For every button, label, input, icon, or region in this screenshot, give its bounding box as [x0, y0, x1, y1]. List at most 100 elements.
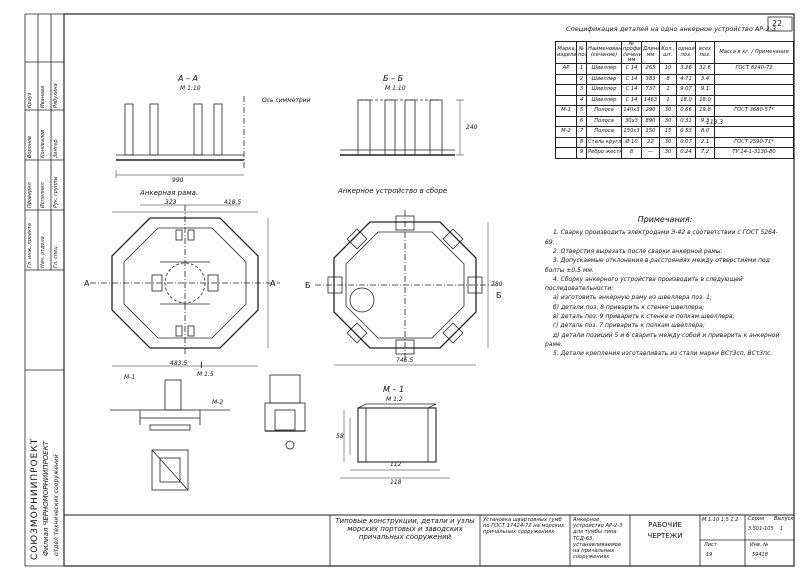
sign-row-5: Рук. группы [53, 176, 59, 208]
assembly-plan [315, 210, 495, 366]
cell-note [714, 126, 794, 138]
cell-qty: 1 [659, 94, 677, 106]
cell-length: 22 [641, 136, 660, 148]
cell-pos: 2 [576, 73, 587, 85]
detail-i-scale: М 1:5 [197, 371, 214, 378]
cell-mark [555, 94, 577, 106]
sign-row-3: Проверил [27, 182, 33, 208]
org-name: СОЮЗМОРНИИПРОЕКТ [30, 437, 40, 560]
anchor-frame-plan [90, 204, 280, 367]
cell-qty: 10 [659, 63, 677, 75]
sheet-label: Лист [704, 542, 717, 548]
sign-name-2: Зингер [53, 139, 59, 158]
col-note-label: Примечания [754, 48, 789, 55]
section-bb [340, 99, 464, 156]
note-item: 3. Допускаемые отклонения в расстояниях … [545, 257, 770, 274]
cell-name: Сталь круглая [586, 136, 622, 148]
cell-pos: 4 [576, 94, 587, 106]
cell-qty: 8 [659, 73, 677, 85]
cell-name: Полоса [586, 105, 622, 117]
dim-780: 780 [491, 281, 503, 288]
cell-note [714, 115, 794, 127]
cell-m2: 19.8 [695, 105, 715, 117]
col-name: Наименование (сечение) [586, 41, 622, 64]
inv-no: 59418 [752, 552, 768, 558]
sign-row-2: Гл. спец. [53, 244, 59, 268]
cell-name: Полоса [586, 115, 622, 127]
cell-profile: С 14 [621, 84, 642, 96]
cell-mark [555, 84, 577, 96]
sheet-no-bottom: 19 [706, 552, 713, 558]
section-aa-title: А – А [178, 74, 199, 83]
cell-qty: 30 [659, 115, 677, 127]
cell-mark: М-2 [555, 126, 577, 138]
dim-990: 990 [172, 177, 184, 184]
section-bb-scale: М 1:10 [385, 85, 406, 92]
cell-pos: 6 [576, 115, 587, 127]
detail-i [110, 379, 230, 491]
cell-mark [555, 73, 577, 85]
cell-name: Ребро жесткости [586, 147, 622, 159]
note-item: а) изготовить анкерную раму из швеллера … [553, 294, 712, 302]
sign-name-5: Рябухина [53, 83, 59, 108]
cell-note: ГОСТ 2590-71* [714, 136, 794, 148]
cell-name: Швеллер [586, 63, 622, 75]
sign-row-0: Гл. инж. проекта [27, 223, 33, 268]
dim-240: 240 [466, 124, 478, 131]
cell-length: 1463 [641, 94, 660, 106]
dim-58: 58 [336, 433, 344, 440]
dim-7465: 746.5 [396, 357, 414, 364]
cell-qty: 30 [659, 105, 677, 117]
cell-name: Швеллер [586, 94, 622, 106]
section-mark-a-right: А [270, 279, 276, 288]
dim-4835: 483.5 [170, 360, 188, 367]
frame-label: Анкерная рама. [140, 189, 199, 197]
col-mass: Масса в кг. [719, 48, 750, 55]
cell-note [714, 84, 794, 96]
cell-profile: С 14 [621, 73, 642, 85]
cell-pos: 8 [576, 136, 587, 148]
cell-length: 265 [641, 63, 660, 75]
note-item: 5. Детали крепления изготавливать из ста… [553, 350, 773, 358]
sign-row-1: Нач. отдела [40, 236, 46, 268]
dim-118: 118 [390, 479, 402, 486]
cell-note: ГОСТ 8240-72 [714, 63, 794, 75]
cell-profile: С 14 [621, 63, 642, 75]
series-title: Типовые конструкции, детали и узлы морск… [335, 517, 475, 542]
section-mark-b-right: Б [496, 291, 502, 300]
cell-mark [555, 136, 577, 148]
dim-323: 323 [165, 199, 177, 206]
sheet-frame [63, 13, 795, 567]
cell-note: ТУ 14-1-3130-80 [714, 147, 794, 159]
cell-m2: 8.0 [695, 126, 715, 138]
cell-profile: 150х3 [621, 126, 642, 138]
sign-name-3: Крауз [27, 92, 33, 108]
cell-m1: 0.66 [676, 105, 696, 117]
sign-row-4: Исполнил [40, 182, 46, 208]
sign-name-4: Иванова [40, 85, 46, 108]
cell-profile: 140х3 [621, 105, 642, 117]
sign-name-0: Воронов [27, 136, 33, 158]
cell-m2: 18.0 [695, 94, 715, 106]
cell-m2: 7.2 [695, 147, 715, 159]
cell-m1: 0.31 [676, 115, 696, 127]
inv-label: Инв. № [750, 542, 769, 548]
section-aa [115, 96, 245, 178]
gost-text: Установка швартовных тумб по ГОСТ 17424-… [483, 517, 565, 536]
section-aa-scale: М 1:10 [180, 85, 201, 92]
note-item: б) детали поз. 8 приварить к стенке швел… [553, 303, 705, 311]
callout-m2: М-2 [212, 399, 224, 406]
cell-m2: 2.1 [695, 136, 715, 148]
stage-label: РАБОЧИЕ ЧЕРТЕЖИ [647, 521, 683, 541]
spec-total: 113.3 [706, 119, 724, 126]
cell-qty: 30 [659, 147, 677, 159]
cell-mark: М-1 [555, 105, 577, 117]
org-branch: Филиал ЧЕРНОМОРНИИПРОЕКТ [42, 441, 50, 556]
side-detail [264, 374, 306, 450]
